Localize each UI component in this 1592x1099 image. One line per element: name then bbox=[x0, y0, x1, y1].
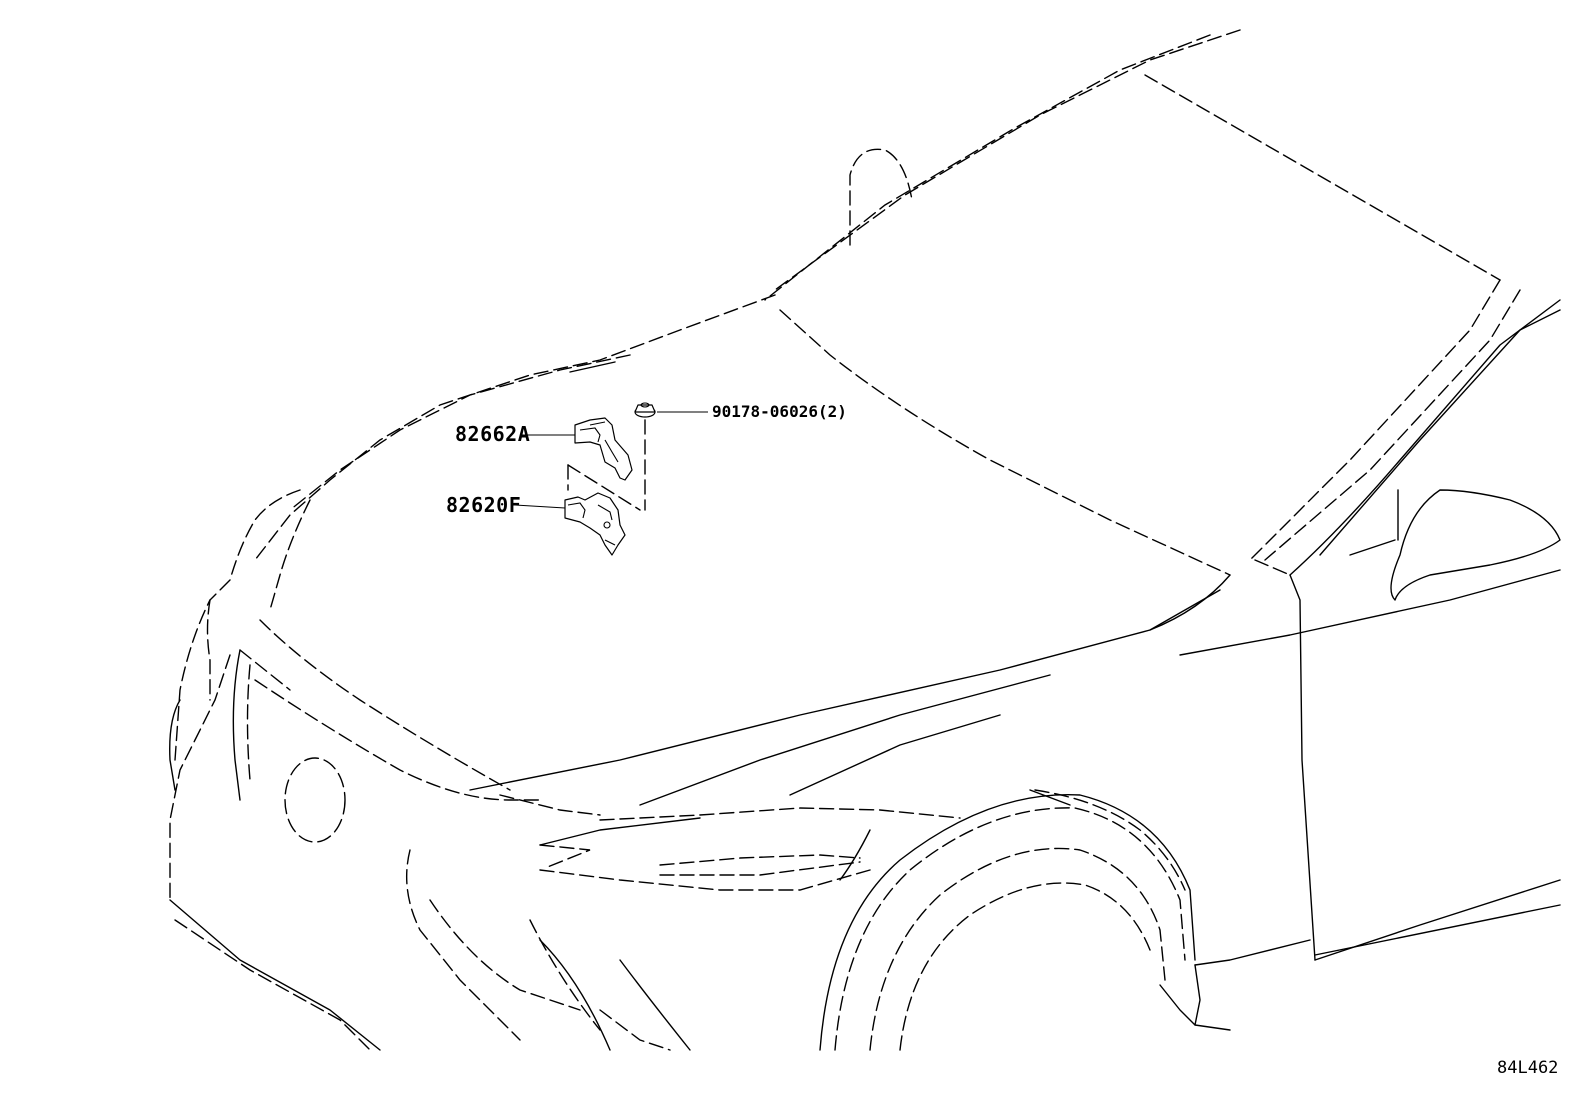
hood bbox=[239, 294, 1561, 791]
part-82662a bbox=[574, 417, 633, 481]
bumper bbox=[429, 899, 691, 1051]
label-82620f: 82620F bbox=[446, 493, 522, 517]
assembly-lines bbox=[567, 419, 646, 511]
windshield bbox=[779, 279, 1521, 576]
part-nut-90178 bbox=[634, 402, 656, 418]
diagram-reference: 84L462 bbox=[1497, 1058, 1559, 1078]
part-82620f bbox=[564, 492, 626, 556]
sensor-circle bbox=[284, 757, 346, 843]
label-90178-06026: 90178-06026(2) bbox=[712, 402, 847, 421]
headlight bbox=[539, 807, 961, 891]
roof-lines bbox=[764, 29, 1501, 301]
label-82662a: 82662A bbox=[455, 422, 531, 446]
mirror-left bbox=[849, 148, 913, 246]
wheel bbox=[819, 789, 1311, 1051]
fender bbox=[639, 299, 1561, 961]
front-face bbox=[169, 489, 601, 1051]
leader-lines bbox=[514, 411, 708, 509]
mirror-right bbox=[1349, 489, 1561, 601]
